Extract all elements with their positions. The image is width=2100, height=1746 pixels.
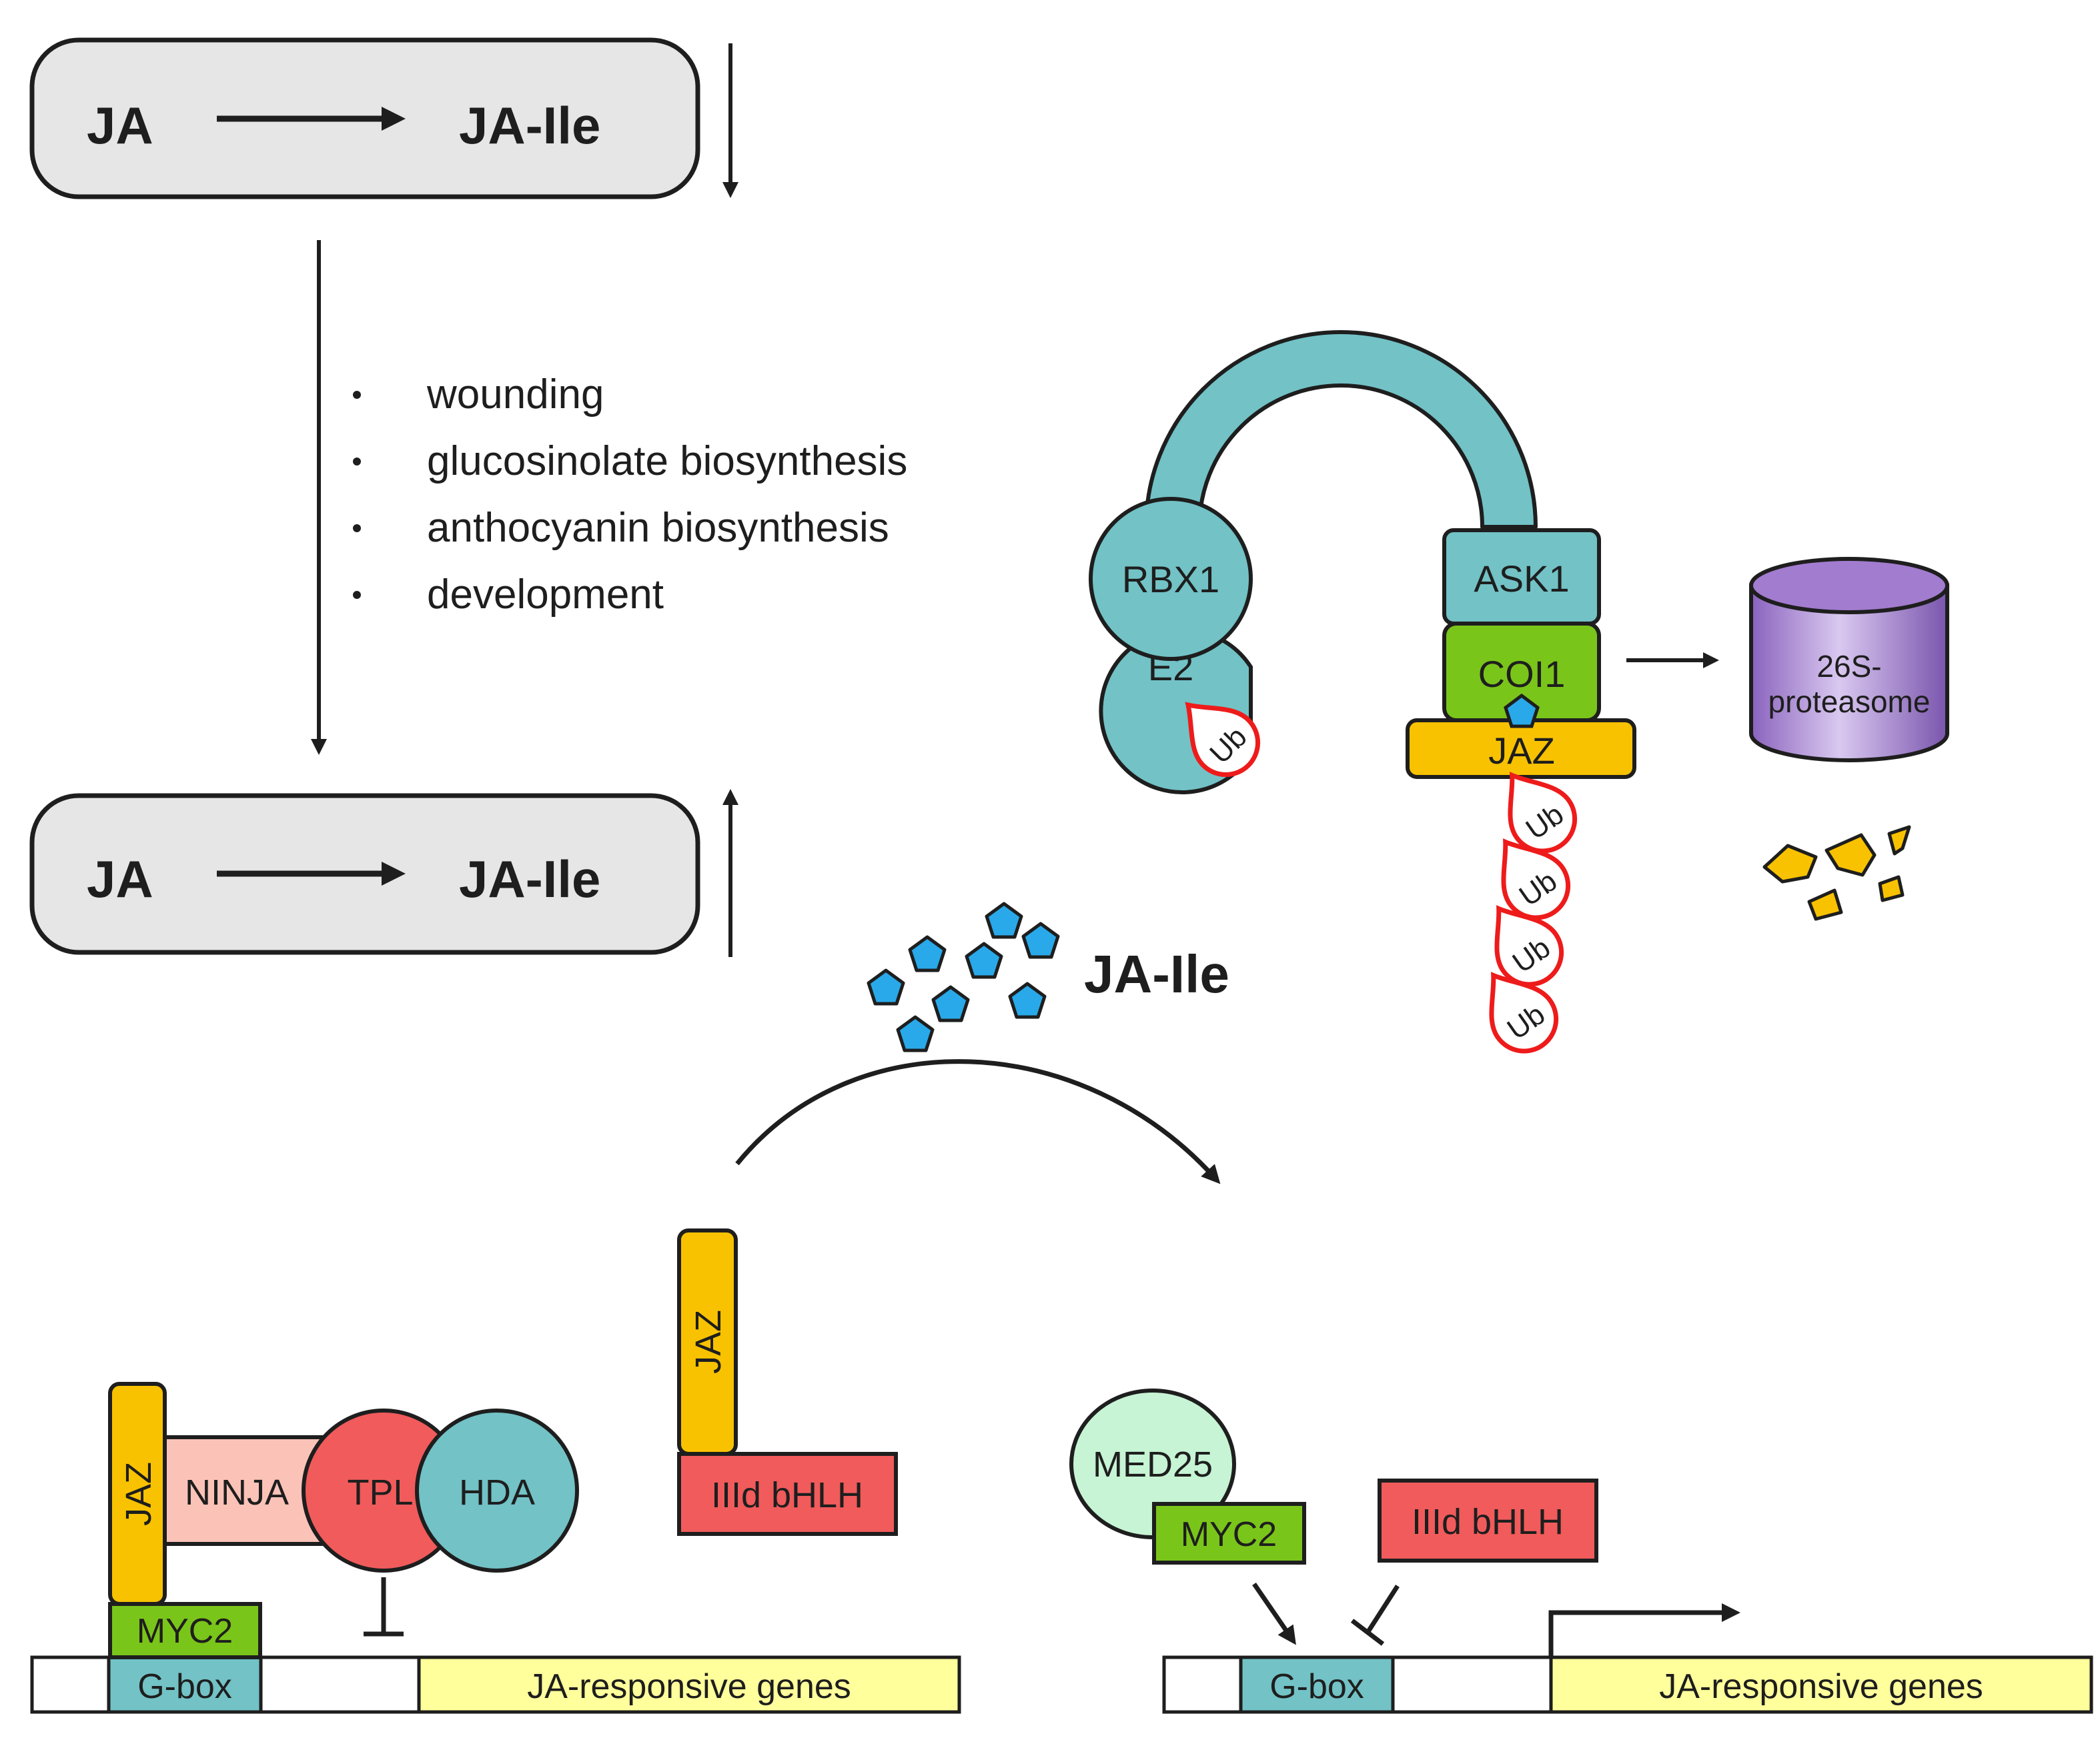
genes-right-label: JA-responsive genes bbox=[1659, 1667, 1983, 1706]
activation-curve-arrow bbox=[735, 1059, 1221, 1184]
fragment-icon bbox=[1762, 844, 1818, 884]
ask1-label: ASK1 bbox=[1474, 558, 1569, 600]
proteasome-label-line2: proteasome bbox=[1768, 684, 1931, 719]
repressed-promoter: G-box JA-responsive genes bbox=[30, 1655, 961, 1714]
mid-ja-label: JA bbox=[87, 850, 153, 908]
peptide-fragments bbox=[1762, 825, 1911, 921]
rbx1-protein bbox=[1089, 497, 1253, 661]
tpl-label: TPL bbox=[347, 1473, 413, 1513]
ja-ile-icon bbox=[1008, 982, 1047, 1019]
bhlh-middle-label: IIId bHLH bbox=[711, 1475, 863, 1515]
ub-chain-2: Ub bbox=[1479, 824, 1580, 930]
trigger-wounding: wounding bbox=[426, 371, 604, 417]
ja-ile-molecules bbox=[867, 902, 1060, 1052]
top-ja-ile-label: JA-Ile bbox=[459, 96, 600, 155]
bullet-icon bbox=[353, 458, 361, 466]
fragment-icon bbox=[1824, 833, 1877, 877]
bullet-icon bbox=[353, 591, 361, 599]
ja-ile-icon bbox=[1021, 922, 1060, 959]
trigger-anthocyanin: anthocyanin biosynthesis bbox=[427, 505, 889, 551]
gbox-right bbox=[1239, 1655, 1395, 1714]
hda-label: HDA bbox=[459, 1473, 535, 1513]
fragment-icon bbox=[1887, 825, 1911, 856]
bhlh-right bbox=[1378, 1479, 1598, 1563]
genes-left bbox=[417, 1655, 961, 1714]
ninja-label: NINJA bbox=[185, 1473, 289, 1513]
jaz-middle-label: JAZ bbox=[688, 1310, 728, 1374]
fragment-icon bbox=[1878, 875, 1905, 902]
fragment-icon bbox=[1807, 888, 1843, 921]
gbox-right-label: G-box bbox=[1269, 1667, 1364, 1706]
jaz-bhlh-complex: IIId bHLH JAZ bbox=[677, 1228, 898, 1536]
conversion-box-top: JA JA-Ile bbox=[29, 37, 700, 199]
ja-ile-icon bbox=[965, 942, 1003, 979]
bhlh-right-label: IIId bHLH bbox=[1412, 1502, 1564, 1542]
genes-right bbox=[1549, 1655, 2093, 1714]
ub-on-e2: Ub bbox=[1165, 682, 1271, 788]
genes-left-label: JA-responsive genes bbox=[527, 1667, 851, 1706]
trigger-development: development bbox=[427, 572, 664, 618]
trigger-glucosinolate: glucosinolate biosynthesis bbox=[427, 438, 907, 484]
bullet-icon bbox=[353, 391, 361, 399]
coi1-label: COI1 bbox=[1478, 653, 1566, 695]
bullet-icon bbox=[353, 524, 361, 532]
jaz-middle bbox=[677, 1228, 738, 1456]
rbx1-label: RBX1 bbox=[1122, 558, 1219, 600]
mid-ja-ile-label: JA-Ile bbox=[459, 850, 600, 908]
scf-coi1-complex: E2 RBX1 Ub ASK1 COI1 JAZ Ub Ub Ub bbox=[1089, 330, 1636, 1064]
ub-chain-4: Ub bbox=[1467, 957, 1568, 1064]
myc2-right-label: MYC2 bbox=[1181, 1515, 1277, 1554]
ja-ile-icon bbox=[931, 985, 970, 1022]
gbox-left-label: G-box bbox=[137, 1667, 232, 1706]
activation-arrow bbox=[1252, 1583, 1296, 1645]
top-ja-label: JA bbox=[87, 96, 153, 155]
myc2-left bbox=[108, 1602, 262, 1659]
gbox-left bbox=[107, 1655, 263, 1714]
repressor-complex: NINJA TPL HDA JAZ MYC2 bbox=[108, 1382, 579, 1659]
med25-label: MED25 bbox=[1093, 1445, 1213, 1485]
ub-chain-3: Ub bbox=[1472, 890, 1574, 997]
conversion-box-bottom: JA JA-Ile bbox=[29, 793, 700, 955]
ja-ile-icon bbox=[867, 968, 905, 1006]
proteasome-label-line1: 26S- bbox=[1816, 649, 1881, 684]
ja-ile-icon bbox=[985, 902, 1023, 939]
activator-complex: MED25 MYC2 IIId bHLH bbox=[1069, 1389, 1598, 1646]
jaz-label: JAZ bbox=[1488, 730, 1555, 772]
myc2-right bbox=[1152, 1502, 1306, 1565]
cullin-arch bbox=[1144, 330, 1538, 529]
proteasome-26s: 26S- proteasome bbox=[1749, 557, 1949, 762]
ja-ile-bound-icon bbox=[1504, 693, 1540, 728]
bhlh-middle bbox=[677, 1452, 898, 1536]
transcription-start-arrow bbox=[1548, 1603, 1740, 1657]
ja-ile-icon bbox=[908, 935, 947, 972]
trigger-list: wounding glucosinolate biosynthesis anth… bbox=[353, 371, 907, 618]
ja-ile-legend-label: JA-Ile bbox=[1084, 944, 1229, 1004]
bhlh-inhibition-stem bbox=[1366, 1585, 1400, 1634]
bhlh-inhibition-bar bbox=[1350, 1619, 1385, 1646]
jaz-left-label: JAZ bbox=[119, 1462, 159, 1526]
myc2-left-label: MYC2 bbox=[137, 1612, 233, 1651]
ub-chain-1: Ub bbox=[1486, 757, 1587, 864]
active-promoter: G-box JA-responsive genes bbox=[1162, 1603, 2093, 1714]
ja-ile-icon bbox=[896, 1015, 935, 1052]
hda-protein bbox=[415, 1409, 579, 1573]
